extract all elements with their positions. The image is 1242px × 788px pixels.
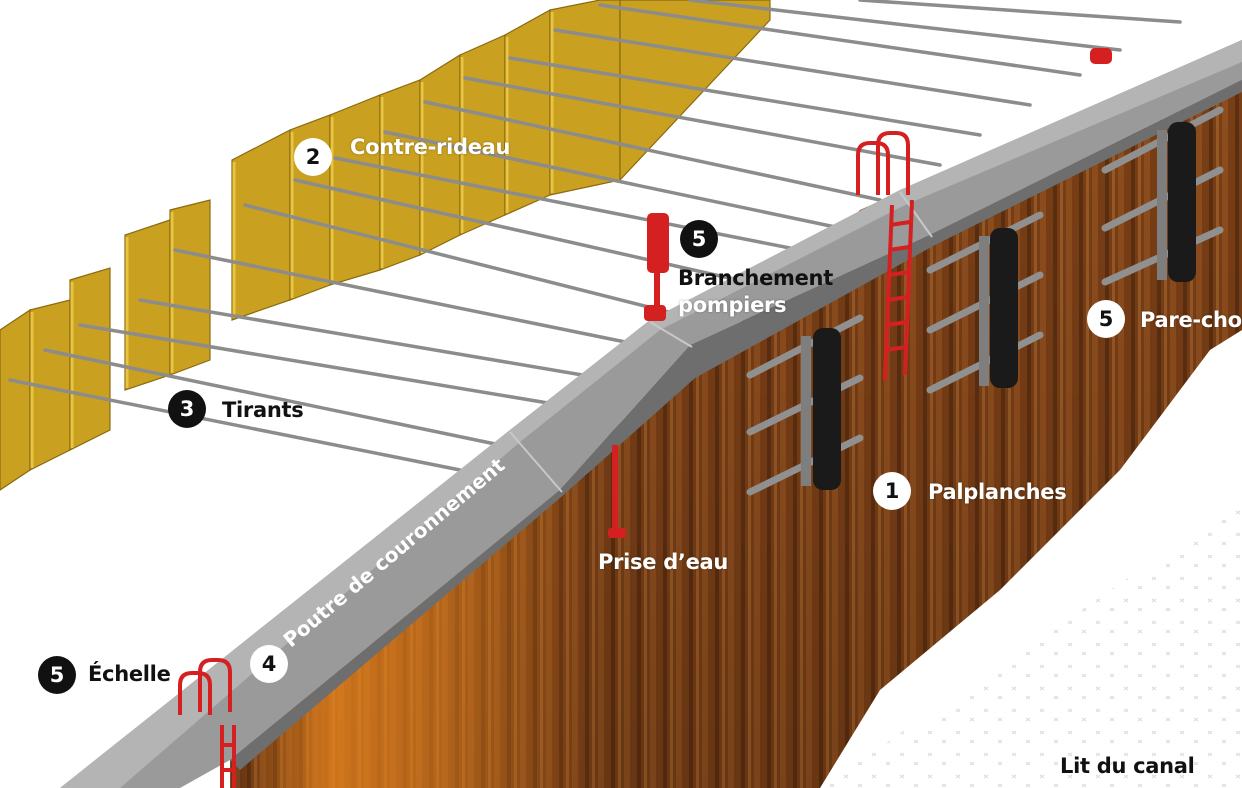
label-5-badge-pare-choc: 5	[1087, 300, 1125, 338]
label-lit-du-canal: Lit du canal	[1060, 754, 1195, 778]
label-1-badge: 1	[873, 472, 911, 510]
fire-hydrant-connection	[644, 48, 1112, 321]
label-branchement-line1: Branchement	[678, 266, 833, 290]
label-prise-d-eau: Prise d’eau	[598, 550, 729, 574]
label-tirants: Tirants	[222, 398, 304, 422]
counter-wall-panels	[0, 0, 771, 491]
label-5-badge-echelle: 5	[38, 656, 76, 694]
ladders	[178, 131, 914, 788]
sheet-pile-wall	[230, 40, 1242, 788]
fenders	[746, 106, 1224, 496]
label-4-badge: 4	[250, 645, 288, 683]
tie-rods	[8, 0, 1182, 472]
label-contre-rideau: Contre-rideau	[350, 135, 511, 159]
water-intake-pipe	[608, 445, 626, 538]
label-echelle: Échelle	[88, 662, 171, 686]
label-2-badge: 2	[294, 138, 332, 176]
label-pare-choc: Pare-choc	[1140, 308, 1242, 332]
label-palplanches: Palplanches	[928, 480, 1067, 504]
label-5-badge-branchement: 5	[680, 220, 718, 258]
label-3-badge: 3	[168, 390, 206, 428]
label-branchement-line2: pompiers	[678, 293, 787, 317]
